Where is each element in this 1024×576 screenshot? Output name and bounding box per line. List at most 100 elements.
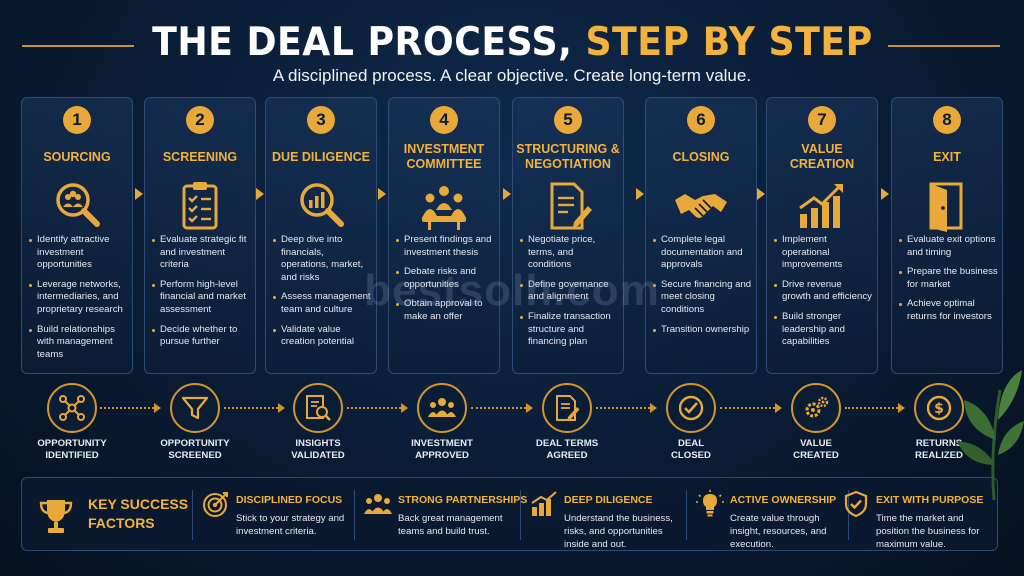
ksf-item-strong-partnerships: STRONG PARTNERSHIPS Back great managemen…: [364, 488, 528, 544]
milestone-connector-arrow: [401, 403, 408, 413]
plant-decoration: [954, 360, 1024, 501]
step-bullet: Debate risks and opportunities: [395, 266, 495, 291]
shield-check-icon: [844, 490, 868, 518]
step-card-due-diligence: 3 DUE DILIGENCE Deep dive into financial…: [265, 97, 377, 374]
step-arrow: [378, 188, 386, 200]
step-bullet: Obtain approval to make an offer: [395, 298, 495, 323]
funnel-icon: [170, 383, 220, 433]
dollar-icon: $: [914, 383, 964, 433]
step-bullets: Deep dive into financials, operations, m…: [272, 234, 372, 356]
milestone-connector: [596, 407, 650, 409]
step-card-screening: 2 SCREENING Evaluate strategic fit and i…: [144, 97, 256, 374]
ksf-desc: Stick to your strategy and investment cr…: [236, 513, 345, 537]
ksf-divider: [520, 490, 521, 540]
gears-icon: [791, 383, 841, 433]
ksf-divider: [192, 490, 193, 540]
step-bullets: Evaluate exit options and timing Prepare…: [898, 234, 998, 331]
step-number: 7: [808, 106, 836, 134]
step-title: INVESTMENT COMMITTEE: [403, 142, 485, 171]
growth-chart-icon: [794, 178, 850, 234]
step-number: 1: [63, 106, 91, 134]
step-bullet: Finalize transaction structure and finan…: [519, 311, 619, 349]
ksf-desc: Time the market and position the busines…: [876, 513, 980, 550]
ksf-divider: [686, 490, 687, 540]
clipboard-checklist-icon: [172, 178, 228, 234]
step-number: 8: [933, 106, 961, 134]
page-subtitle: A disciplined process. A clear objective…: [272, 66, 752, 85]
meeting-table-icon: [416, 178, 472, 234]
ksf-item-deep-diligence: DEEP DILIGENCE Understand the business, …: [530, 488, 680, 550]
ksf-title: DISCIPLINED FOCUS: [236, 494, 343, 506]
milestone-connector: [471, 407, 526, 409]
title-divider-right: [888, 45, 1000, 47]
milestone-connector-arrow: [154, 403, 161, 413]
step-number: 2: [186, 106, 214, 134]
step-card-investment-committee: 4 INVESTMENT COMMITTEE Present findings …: [388, 97, 500, 374]
step-title: SCREENING: [162, 149, 238, 164]
step-number: 6: [687, 106, 715, 134]
handshake-icon: [673, 178, 729, 234]
ksf-title: STRONG PARTNERSHIPS: [398, 494, 528, 506]
milestone-connector-arrow: [775, 403, 782, 413]
step-number: 5: [554, 106, 582, 134]
step-bullets: Negotiate price, terms, and conditions D…: [519, 234, 619, 356]
title-row: THE DEAL PROCESS, STEP BY STEP: [0, 12, 1024, 72]
step-card-value-creation: 7 VALUE CREATION Implement operational i…: [766, 97, 878, 374]
magnifier-chart-icon: [293, 178, 349, 234]
title-accent: STEP BY STEP: [585, 19, 873, 65]
milestone-connector: [720, 407, 775, 409]
step-arrow: [636, 188, 644, 200]
page-title: THE DEAL PROCESS, STEP BY STEP: [152, 20, 873, 65]
magnifier-people-icon: [49, 178, 105, 234]
step-bullet: Implement operational improvements: [773, 234, 873, 272]
step-title: STRUCTURING & NEGOTIATION: [516, 142, 620, 171]
step-bullet: Build relationships with management team…: [28, 324, 128, 362]
step-arrow: [135, 188, 143, 200]
step-arrow: [881, 188, 889, 200]
step-bullets: Evaluate strategic fit and investment cr…: [151, 234, 251, 356]
step-title: VALUE CREATION: [789, 142, 855, 171]
step-bullets: Identify attractive investment opportuni…: [28, 234, 128, 368]
step-bullets: Present findings and investment thesis D…: [395, 234, 495, 331]
ksf-title: EXIT WITH PURPOSE: [876, 494, 984, 506]
step-bullet: Perform high-level financial and market …: [151, 279, 251, 317]
step-bullet: Evaluate exit options and timing: [898, 234, 998, 259]
milestone-connector-arrow: [650, 403, 657, 413]
trophy-icon: [39, 500, 73, 533]
door-exit-icon: [919, 178, 975, 234]
ksf-desc: Understand the business, risks, and oppo…: [564, 513, 673, 550]
ksf-divider: [354, 490, 355, 540]
milestone-connector: [100, 407, 154, 409]
svg-text:$: $: [934, 401, 944, 417]
step-bullet: Achieve optimal returns for investors: [898, 298, 998, 323]
title-divider-left: [22, 45, 134, 47]
milestone-connector-arrow: [278, 403, 285, 413]
step-bullet: Build stronger leadership and capabiliti…: [773, 311, 873, 349]
step-title: DUE DILIGENCE: [272, 149, 370, 164]
step-bullets: Complete legal documentation and approva…: [652, 234, 752, 343]
step-arrow: [757, 188, 765, 200]
step-card-sourcing: 1 SOURCING Identify attractive investmen…: [21, 97, 133, 374]
step-bullet: Define governance and alignment: [519, 279, 619, 304]
group-icon: [417, 383, 467, 433]
network-nodes-icon: [47, 383, 97, 433]
contract-icon: [542, 383, 592, 433]
ksf-item-exit-with-purpose: EXIT WITH PURPOSE Time the market and po…: [842, 488, 992, 550]
step-bullet: Secure financing and meet closing condit…: [652, 279, 752, 317]
target-icon: [203, 492, 228, 517]
step-bullet: Identify attractive investment opportuni…: [28, 234, 128, 272]
bar-chart-icon: [531, 491, 557, 516]
step-bullet: Validate value creation potential: [272, 324, 372, 349]
ksf-title: ACTIVE OWNERSHIP: [730, 494, 837, 506]
step-arrow: [503, 188, 511, 200]
step-arrow: [256, 188, 264, 200]
step-card-structuring: 5 STRUCTURING & NEGOTIATION Negotiate pr…: [512, 97, 624, 374]
team-icon: [364, 494, 392, 514]
step-bullet: Transition ownership: [652, 324, 752, 337]
step-bullet: Assess management team and culture: [272, 291, 372, 316]
